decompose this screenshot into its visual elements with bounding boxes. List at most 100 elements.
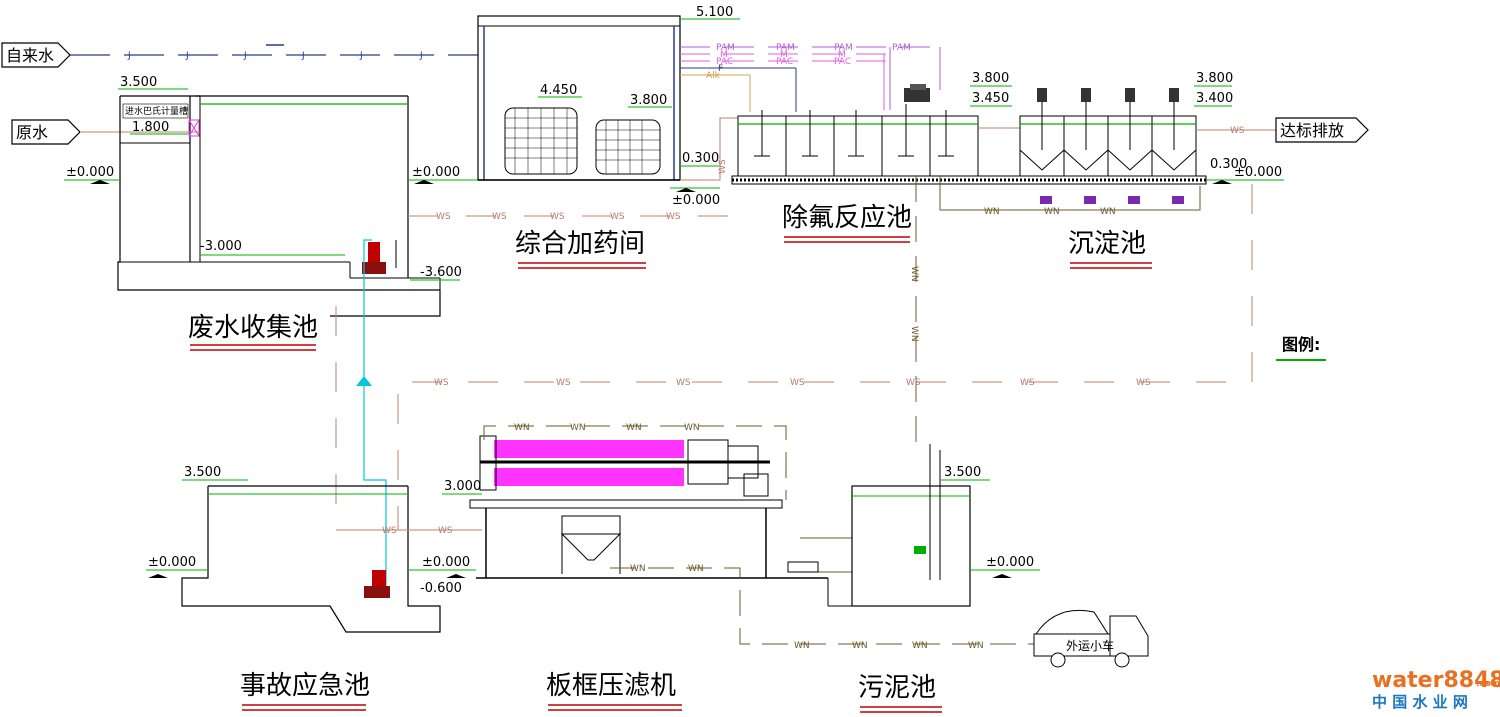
legend-title: 图例: [1282, 335, 1320, 354]
pipe-ws-v1: WS [718, 159, 728, 174]
dosing-room [477, 15, 681, 181]
discharge-arrow: 达标排放 [1275, 117, 1369, 143]
pipe-wn-fp4: WN [684, 423, 700, 433]
pipe-ws-r3: WS [550, 212, 565, 222]
pipe-ws-l3: WS [676, 378, 691, 388]
elev-e8: 4.450 [540, 83, 577, 98]
elev-e19: ±0.000 [148, 555, 196, 570]
pipe-ws-l1: WS [434, 378, 449, 388]
pipe-wn-3: WN [1100, 207, 1116, 217]
tap-water-label: 自来水 [6, 46, 54, 65]
truck-label: 外运小车 [1066, 638, 1114, 653]
flume-label: 进水巴氏计量槽 [125, 105, 188, 117]
watermark-domain: .com [1476, 679, 1500, 689]
wastewater-tank-title: 废水收集池 [188, 313, 318, 343]
elev-e24: ±0.000 [986, 555, 1034, 570]
pipe-wn-t6: WN [968, 641, 984, 651]
pipe-m-2: M [780, 50, 788, 60]
sedimentation-tank [1019, 88, 1197, 177]
pipe-pam-3: PAM [834, 43, 853, 53]
elev-e17: ±0.000 [1234, 165, 1282, 180]
pipe-ws-discharge: WS [1230, 126, 1245, 136]
elev-e18: 3.500 [184, 465, 221, 480]
pipe-wn-1: WN [984, 207, 1000, 217]
watermark-cn: 中 国 水 业 网 [1372, 693, 1468, 711]
elev-e9: 3.800 [630, 93, 667, 108]
pipe-f: F [718, 64, 723, 74]
dosing-lines: PAM PAM PAM PAM M M M PAC PAC PAC F Alk [680, 43, 941, 112]
pipe-ws-e1: WS [382, 526, 397, 536]
defluoride-tank-title: 除氟反应池 [782, 203, 912, 233]
pipe-m-3: M [838, 50, 846, 60]
elev-e12: 3.800 [972, 71, 1009, 86]
pipe-wn-t5: WN [912, 641, 928, 651]
sludge-tank [827, 444, 971, 607]
defluoride-reaction-tank [737, 84, 979, 177]
emergency-tank [181, 485, 441, 633]
pipe-ws-l6: WS [1020, 378, 1035, 388]
elev-e15: 3.400 [1196, 91, 1233, 106]
dosing-room-title: 综合加药间 [515, 229, 645, 259]
truck-icon: 外运小车 [1033, 609, 1149, 668]
sludge-pumps-icon: WN WN WN [939, 176, 1201, 217]
pipe-ws-l4: WS [790, 378, 805, 388]
elev-e13: 3.450 [972, 91, 1009, 106]
pipe-ws-l7: WS [1136, 378, 1151, 388]
sedimentation-tank-title: 沉淀池 [1068, 229, 1146, 259]
elev-e6: -3.600 [420, 265, 462, 280]
elev-e11: ±0.000 [672, 193, 720, 208]
elev-e1: 3.500 [120, 75, 157, 90]
pipe-wn-t2: WN [688, 564, 704, 574]
elev-e22: 3.000 [444, 479, 481, 494]
elev-e7: 5.100 [696, 5, 733, 20]
raw-water-label: 原水 [16, 123, 48, 142]
elev-e14: 3.800 [1196, 71, 1233, 86]
pipe-wn-fp1: WN [514, 423, 530, 433]
elev-e23: 3.500 [944, 465, 981, 480]
pipe-wn-fp3: WN [626, 423, 642, 433]
discharge-label: 达标排放 [1280, 121, 1344, 140]
filter-press-title: 板框压滤机 [546, 671, 676, 701]
pipe-wn-t4: WN [852, 641, 868, 651]
pipe-pac-2: PAC [776, 57, 793, 67]
pipe-alk: Alk [706, 71, 721, 81]
wastewater-collection-tank: 进水巴氏计量槽 [117, 95, 441, 317]
filter-press: WN WN WN WN [469, 423, 787, 578]
pipe-pac-3: PAC [834, 57, 851, 67]
pipe-wn-v1: WN [909, 266, 919, 282]
tap-water-arrow: 自来水 [1, 42, 71, 68]
watermark-brand: water8848 [1372, 668, 1500, 693]
pipe-j-2: J [185, 51, 189, 61]
pipe-ws-l2: WS [556, 378, 571, 388]
pipe-wn-t3: WN [794, 641, 810, 651]
pipe-pac-1: PAC [716, 57, 733, 67]
pipe-wn-t1: WN [630, 564, 646, 574]
pipe-pam-2: PAM [776, 43, 795, 53]
elev-e5: -3.000 [200, 239, 242, 254]
pipe-ws-r2: WS [492, 212, 507, 222]
pipe-m-1: M [720, 50, 728, 60]
elev-e3: ±0.000 [66, 165, 114, 180]
elev-e21: -0.600 [420, 581, 462, 596]
pipe-j-1: J [127, 51, 131, 61]
emergency-tank-title: 事故应急池 [240, 671, 370, 701]
pipe-j-5: J [359, 51, 363, 61]
elev-e16: 0.300 [1210, 157, 1247, 172]
watermark-logo: water8848 .com 中 国 水 业 网 [1372, 668, 1500, 711]
pump-wastewater-icon [362, 240, 397, 274]
elev-e2: 1.800 [132, 120, 169, 135]
raw-water-arrow: 原水 [11, 119, 81, 145]
elev-e10: 0.300 [682, 151, 719, 166]
pipe-j-6: J [419, 51, 423, 61]
elev-e4: ±0.000 [412, 165, 460, 180]
pipe-j-3: J [243, 51, 247, 61]
elev-e20: ±0.000 [422, 555, 470, 570]
pipe-pam-1: PAM [716, 43, 735, 53]
pipe-ws-l5: WS [906, 378, 921, 388]
pipe-ws-r4: WS [610, 212, 625, 222]
pipe-wn-v2: WN [909, 326, 919, 342]
tap-water-pipe: J J J J J J [70, 44, 478, 61]
pipe-ws-e2: WS [438, 526, 453, 536]
